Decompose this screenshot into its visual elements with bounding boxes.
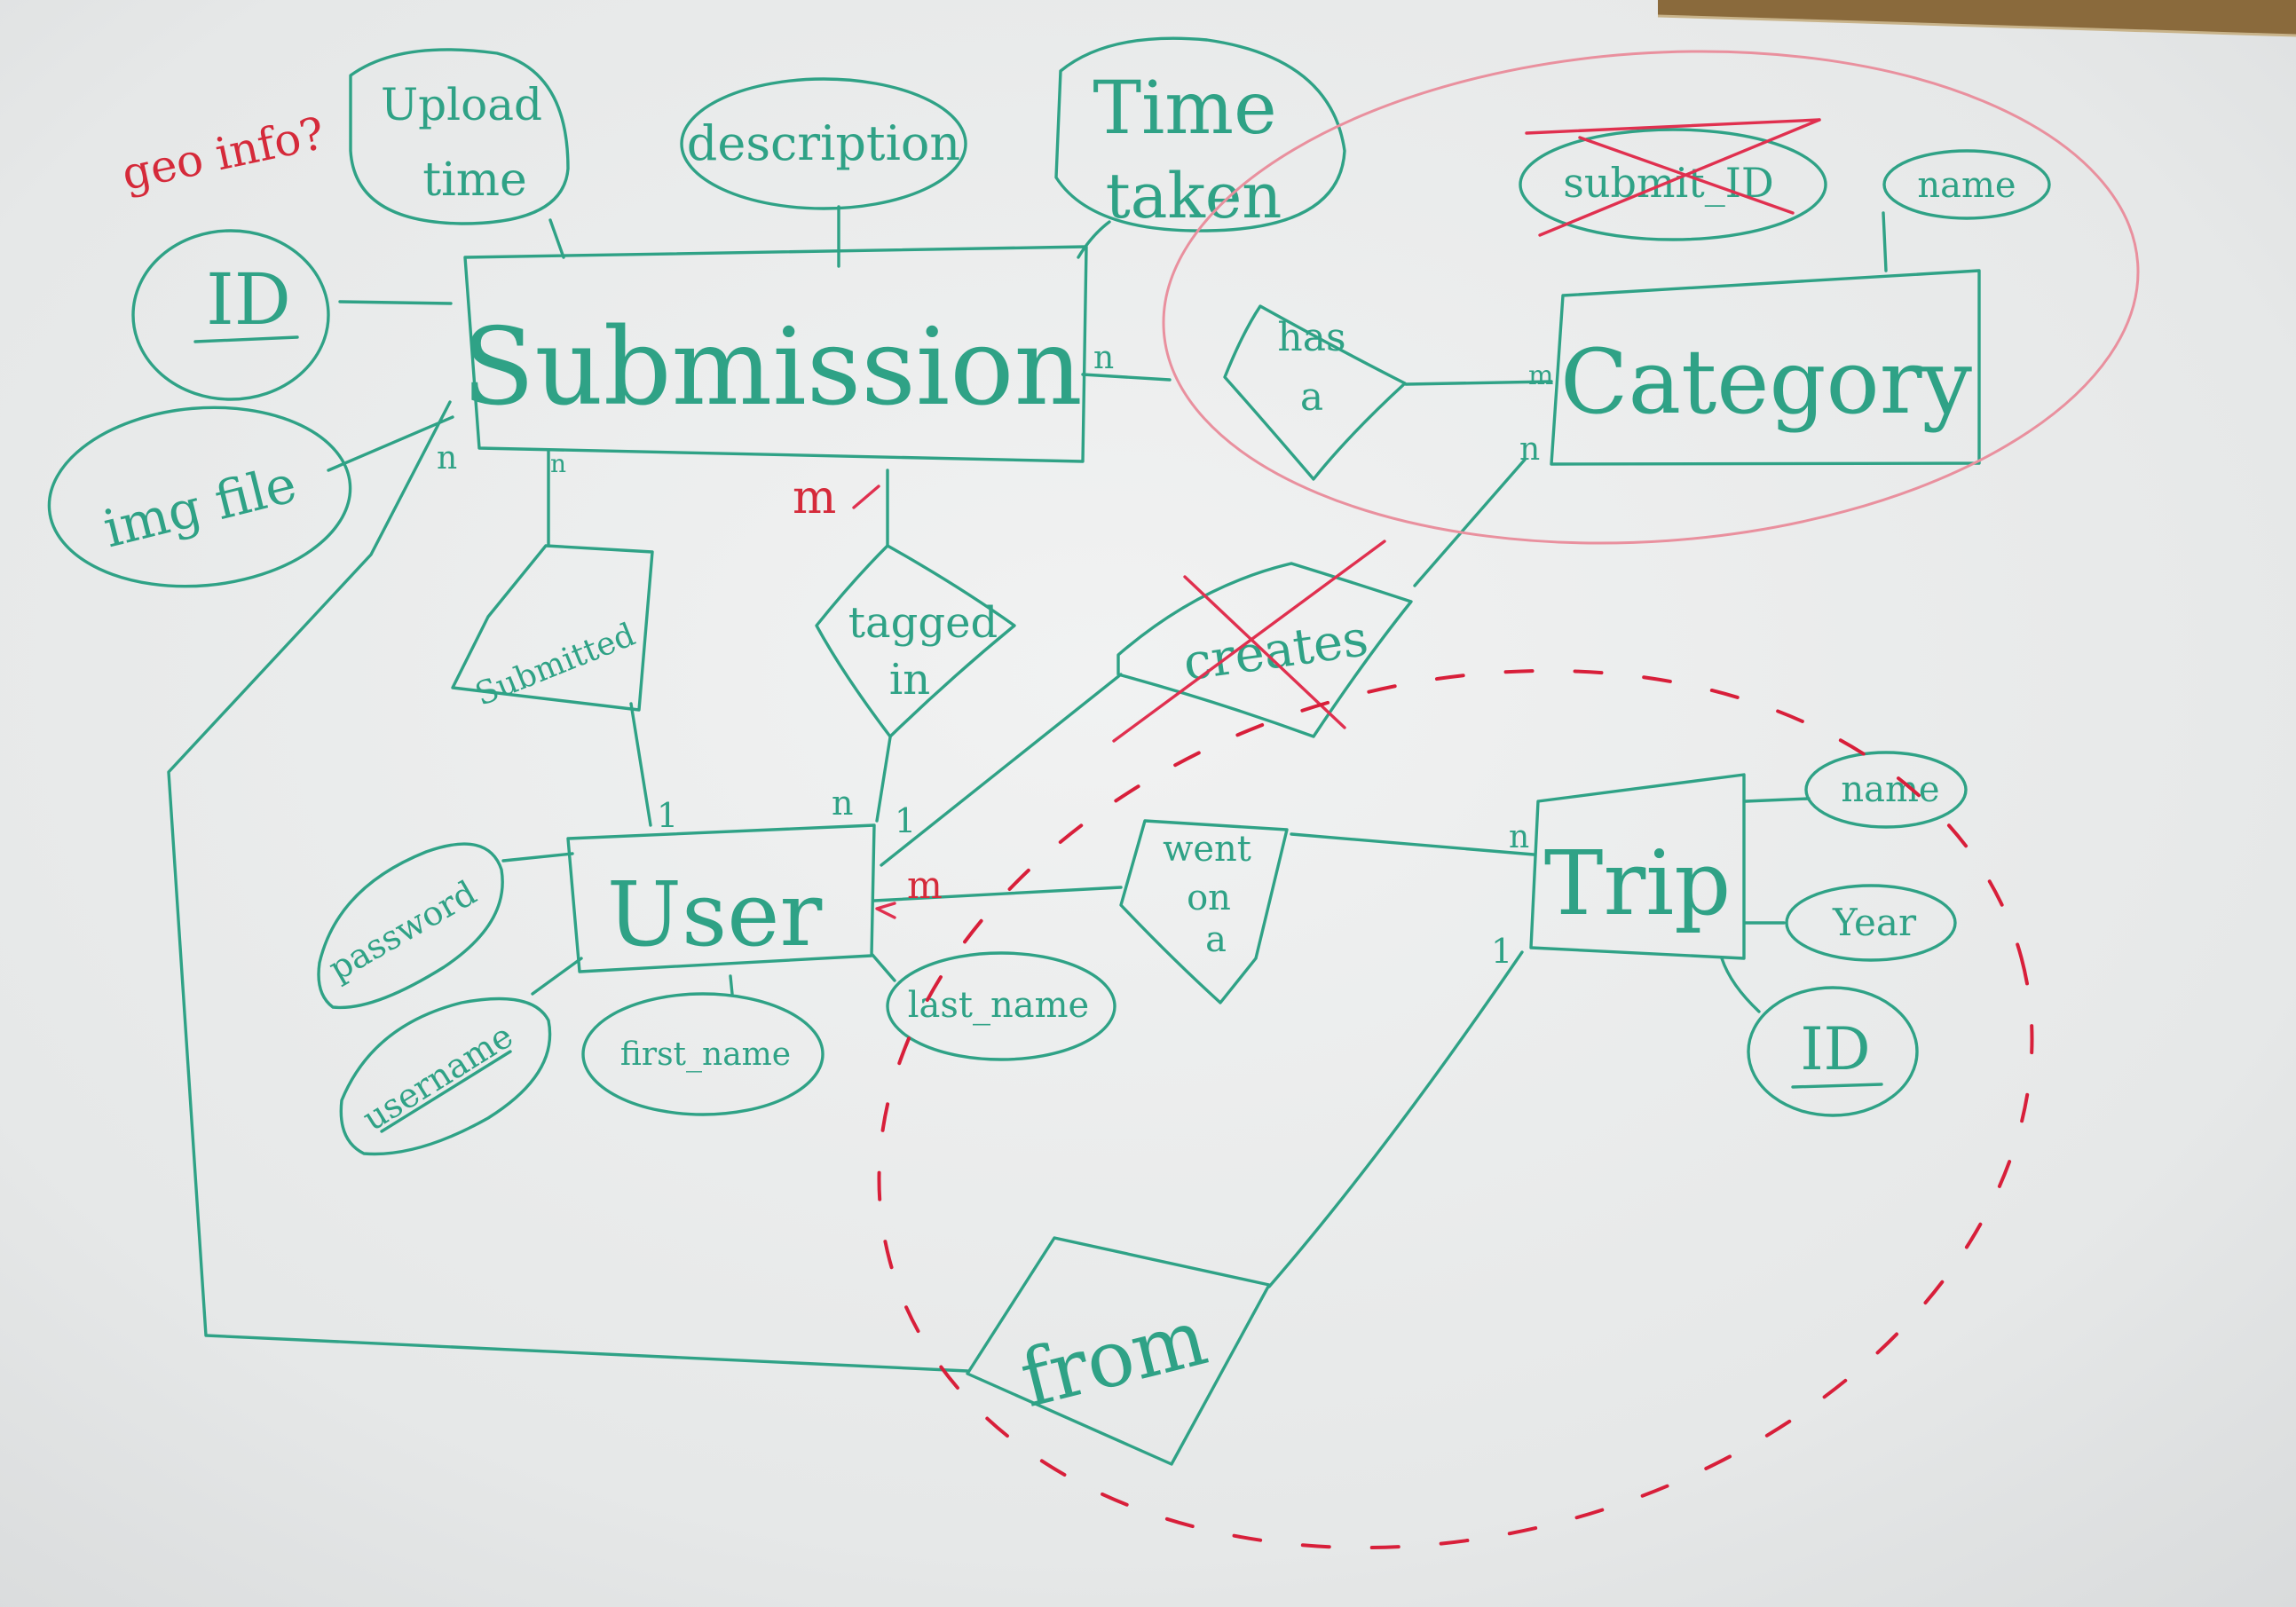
- entity-submission: Submission: [462, 245, 1088, 463]
- attribute-trip-name-label: name: [1841, 769, 1939, 810]
- cardinality-user-submitted: 1: [657, 796, 678, 835]
- entity-user: User: [566, 823, 876, 973]
- attribute-trip-year: [1785, 884, 1957, 962]
- cardinality-arrow: [875, 902, 896, 919]
- cardinality-sub-tagged: m: [793, 471, 836, 524]
- board-frame: [1658, 0, 2296, 35]
- submit-id-strike-2: [1538, 118, 1821, 237]
- connector-lines: [167, 205, 1888, 1373]
- cardinality-user-creates: 1: [895, 801, 916, 840]
- cardinality-labels: n m n n n m 1 n 1 m n 1: [437, 340, 1553, 971]
- attribute-last-name-label: last_name: [908, 985, 1089, 1026]
- attribute-submission-id: ID: [131, 229, 330, 401]
- category-grouping-ellipse: [1162, 50, 2140, 545]
- attribute-first-name: [581, 992, 825, 1116]
- creates-strike-1: [1183, 575, 1346, 729]
- entity-trip-label: Trip: [1544, 831, 1732, 935]
- entity-category: Category: [1550, 269, 1981, 466]
- board-frame-edge: [1657, 14, 2296, 37]
- attribute-submit-id: submit_ID: [1519, 118, 1827, 241]
- submit-id-strike-3: [1578, 136, 1795, 215]
- relationship-went-on-a-line3: a: [1205, 919, 1227, 960]
- relationship-went-on-a-line2: on: [1187, 878, 1231, 918]
- attribute-description: [680, 77, 967, 210]
- attribute-upload-time-line2: time: [422, 154, 527, 207]
- cardinality-strike: [852, 484, 880, 509]
- cardinality-sub-from: n: [437, 440, 457, 477]
- attribute-last-name: [886, 951, 1116, 1061]
- attribute-trip-id-label: ID: [1801, 1015, 1871, 1083]
- entity-submission-label: Submission: [462, 306, 1083, 429]
- relationship-has-a-line2: a: [1300, 374, 1323, 420]
- relationship-has-a-line1: has: [1277, 315, 1345, 360]
- cardinality-sub-has: n: [1093, 340, 1114, 376]
- cardinality-cat-has: m: [1528, 360, 1553, 391]
- relationship-has-a: has a: [1223, 304, 1407, 481]
- cardinality-trip-from: 1: [1491, 932, 1512, 971]
- attribute-category-name: [1882, 149, 2051, 220]
- attribute-time-taken-line2: taken: [1106, 160, 1282, 232]
- attribute-submission-id-label: ID: [206, 258, 291, 341]
- relationship-tagged-in: tagged in: [815, 544, 1016, 738]
- primary-key-underline: [193, 335, 299, 343]
- trip-grouping-dashed-ellipse: [877, 668, 2034, 1550]
- creates-strike-2: [1112, 540, 1386, 743]
- relationship-tagged-in-line2: in: [889, 655, 930, 705]
- attribute-time-taken: Time taken: [1054, 36, 1346, 232]
- entity-category-label: Category: [1560, 330, 1973, 434]
- attribute-category-name-label: name: [1917, 165, 2016, 206]
- attribute-upload-time-line1: Upload: [381, 79, 542, 130]
- relationship-went-on-a-line1: went: [1163, 829, 1251, 870]
- attribute-time-taken-line1: Time: [1093, 67, 1276, 151]
- attribute-upload-time: Upload time: [349, 48, 570, 225]
- cardinality-user-tagged: n: [832, 784, 853, 823]
- cardinality-user-went: m: [907, 863, 943, 907]
- attribute-trip-name: [1804, 751, 1968, 829]
- primary-key-underline: [1791, 1083, 1883, 1089]
- relationship-went-on-a: went on a: [1119, 819, 1289, 1004]
- cardinality-sub-submitted: n: [550, 449, 566, 478]
- attribute-trip-id: ID: [1747, 986, 1919, 1117]
- attribute-trip-year-label: Year: [1832, 901, 1917, 944]
- relationship-tagged-in-line1: tagged: [848, 598, 998, 648]
- cardinality-cat-creates: n: [1519, 431, 1540, 468]
- primary-key-underline: [380, 1050, 512, 1133]
- attribute-description-label: description: [687, 115, 960, 171]
- entity-trip: Trip: [1529, 773, 1746, 960]
- attribute-first-name-label: first_name: [620, 1036, 791, 1073]
- entity-user-label: User: [607, 863, 823, 966]
- submit-id-strike-1: [1525, 118, 1821, 135]
- cardinality-trip-went: n: [1509, 819, 1529, 855]
